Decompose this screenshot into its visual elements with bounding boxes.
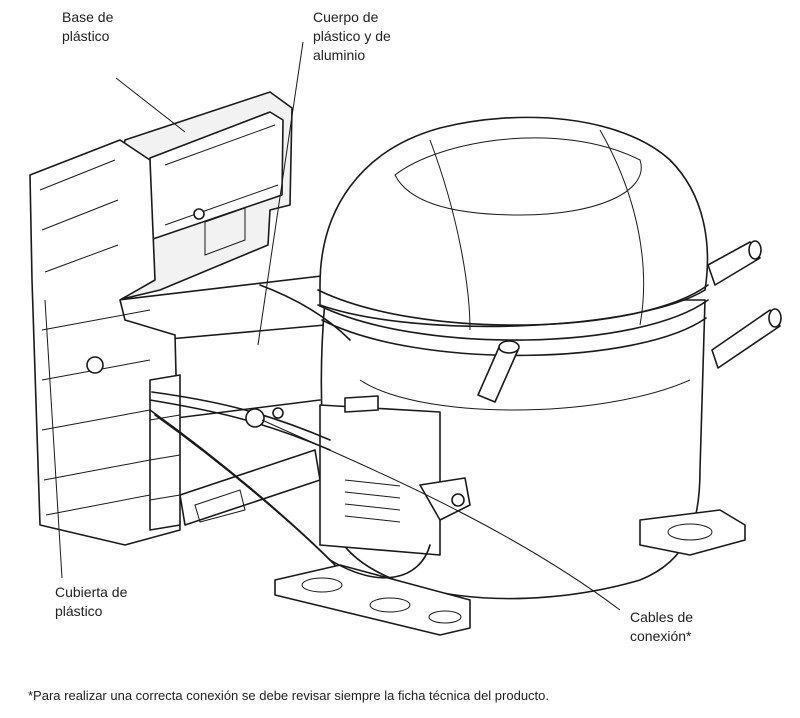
label-line: plástico y de [313, 28, 391, 44]
label-line: Cables de [630, 609, 694, 625]
leader-lines [44, 41, 621, 611]
label-line: Cuerpo de [313, 9, 379, 25]
leader-base [115, 77, 186, 133]
label-plastic-base: Base de plástico [62, 8, 113, 46]
label-line: Base de [62, 9, 114, 25]
label-line: aluminio [313, 47, 366, 63]
leader-cables [261, 419, 621, 611]
footnote: *Para realizar una correcta conexión se … [28, 688, 549, 703]
leader-cover [44, 299, 63, 579]
label-line: plástico [55, 603, 103, 619]
electrical-box [319, 395, 471, 556]
plastic-cover [29, 139, 181, 546]
plastic-base [114, 91, 331, 301]
label-line: Cubierta de [55, 584, 128, 600]
plastic-aluminium-body [157, 324, 326, 526]
label-connection-cables: Cables de conexión* [630, 608, 693, 646]
label-line: conexión* [630, 628, 692, 644]
compressor-unit [274, 116, 782, 636]
connection-cables [149, 284, 431, 579]
leader-body [257, 41, 304, 346]
label-plastic-aluminium-body: Cuerpo de plástico y de aluminio [313, 8, 391, 65]
label-line: plástico [62, 28, 110, 44]
label-plastic-cover: Cubierta de plástico [55, 583, 127, 621]
